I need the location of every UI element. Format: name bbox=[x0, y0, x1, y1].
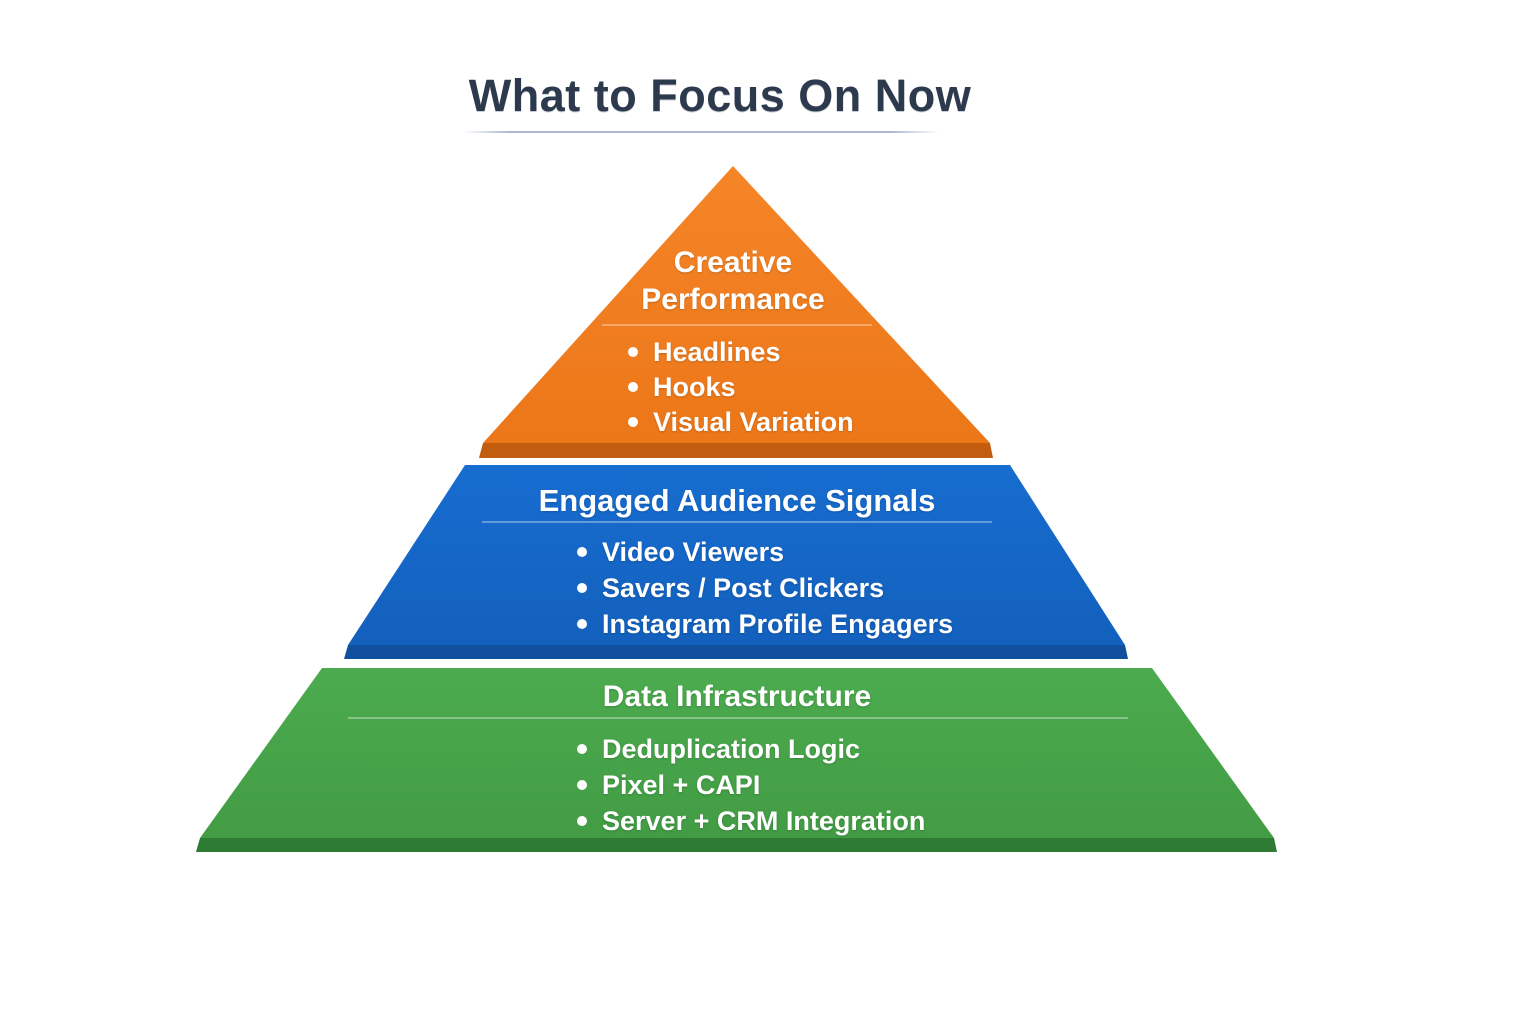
bullet-dot-icon bbox=[628, 417, 638, 427]
bullet-dot-icon bbox=[577, 583, 587, 593]
bullet-dot-icon bbox=[577, 744, 587, 754]
bullet-label: Hooks bbox=[653, 371, 736, 402]
list-item: Savers / Post Clickers bbox=[577, 572, 953, 603]
bullet-dot-icon bbox=[577, 780, 587, 790]
bullet-label: Server + CRM Integration bbox=[602, 805, 926, 836]
list-item: Deduplication Logic bbox=[577, 733, 925, 764]
tier1-title: Creative Performance bbox=[641, 246, 825, 316]
bullet-label: Instagram Profile Engagers bbox=[602, 608, 954, 639]
list-item: Instagram Profile Engagers bbox=[577, 608, 954, 639]
tier-data-infrastructure-base-shape bbox=[196, 838, 1277, 852]
bullet-dot-icon bbox=[628, 382, 638, 392]
tier-data-infrastructure-shape bbox=[200, 668, 1274, 838]
tier-engaged-audience-signals-shape bbox=[348, 465, 1125, 645]
tier2-bullet-list: Video Viewers Savers / Post Clickers Ins… bbox=[577, 536, 954, 646]
bullet-dot-icon bbox=[577, 816, 587, 826]
bullet-dot-icon bbox=[628, 347, 638, 357]
bullet-label: Video Viewers bbox=[602, 536, 785, 567]
bullet-label: Headlines bbox=[653, 336, 781, 367]
bullet-label: Savers / Post Clickers bbox=[602, 572, 885, 603]
tier-creative-performance-shape bbox=[483, 166, 990, 443]
list-item: Video Viewers bbox=[577, 536, 953, 567]
list-item: Visual Variation bbox=[628, 406, 854, 437]
tier3-bullet-list: Deduplication Logic Pixel + CAPI Server … bbox=[577, 733, 926, 843]
tier-creative-performance-base-shape bbox=[479, 443, 993, 458]
tier1-bullet-list: Headlines Hooks Visual Variation bbox=[628, 336, 854, 443]
tier-engaged-audience-signals-base-shape bbox=[344, 645, 1128, 659]
tier3-title: Data Infrastructure bbox=[602, 680, 872, 713]
list-item: Headlines bbox=[628, 336, 854, 367]
list-item: Server + CRM Integration bbox=[577, 805, 926, 836]
bullet-dot-icon bbox=[577, 547, 587, 557]
bullet-dot-icon bbox=[577, 619, 587, 629]
tier2-title: Engaged Audience Signals bbox=[538, 483, 936, 518]
list-item: Hooks bbox=[628, 371, 854, 402]
list-item: Pixel + CAPI bbox=[577, 769, 925, 800]
bullet-label: Deduplication Logic bbox=[602, 733, 861, 764]
page-title: What to Focus On Now bbox=[468, 70, 972, 121]
title-underline bbox=[462, 131, 940, 133]
bullet-label: Visual Variation bbox=[653, 406, 854, 437]
bullet-label: Pixel + CAPI bbox=[602, 769, 761, 800]
